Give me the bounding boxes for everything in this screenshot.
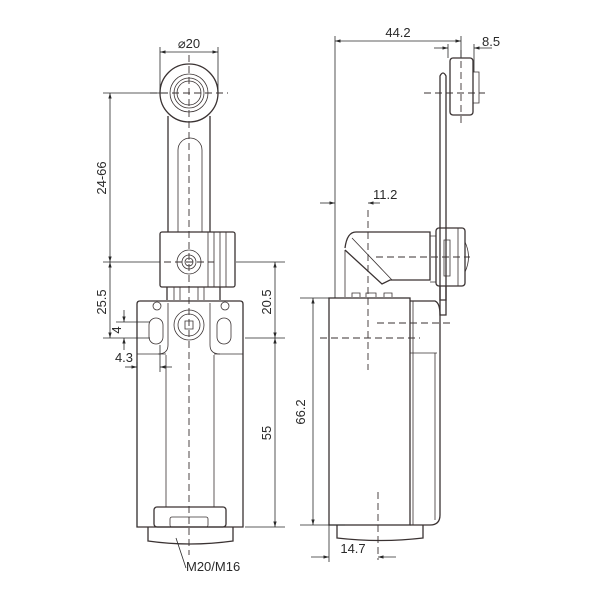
dim-lever-length: 24-66: [94, 161, 109, 194]
dim-thread: M20/M16: [186, 559, 240, 574]
side-body: [328, 297, 441, 542]
dim-body-height: 55: [259, 426, 274, 440]
side-head: [344, 227, 469, 316]
dim-head-to-mount: 20.5: [259, 289, 274, 314]
side-crossline: [320, 50, 485, 339]
dim-slot-offset: 4.3: [115, 350, 133, 365]
side-centerline: [367, 210, 379, 560]
lever-arm: [167, 116, 211, 232]
side-roller: [439, 57, 480, 301]
dim-lever-reach: 44.2: [385, 25, 410, 40]
dim-axis-offset: 11.2: [373, 187, 397, 202]
dim-slot-height: 4: [109, 326, 124, 333]
side-view: 44.2 8.5 11.2 66.2 14.7: [293, 25, 500, 562]
dim-head-height: 25.5: [94, 289, 109, 314]
dim-side-height: 66.2: [293, 399, 308, 424]
switch-body: [136, 300, 244, 545]
dim-gland-offset: 14.7: [340, 541, 365, 556]
front-dimensions: ⌀20 24-66 25.5 4 4.3 20.5 55 M20/M16: [94, 36, 285, 574]
dim-roller-diameter: ⌀20: [178, 36, 200, 51]
front-view: ⌀20 24-66 25.5 4 4.3 20.5 55 M20/M16: [94, 36, 285, 574]
dim-roller-width: 8.5: [482, 34, 500, 49]
side-dimensions: 44.2 8.5 11.2 66.2 14.7: [293, 25, 500, 562]
lever-head: [159, 231, 236, 300]
